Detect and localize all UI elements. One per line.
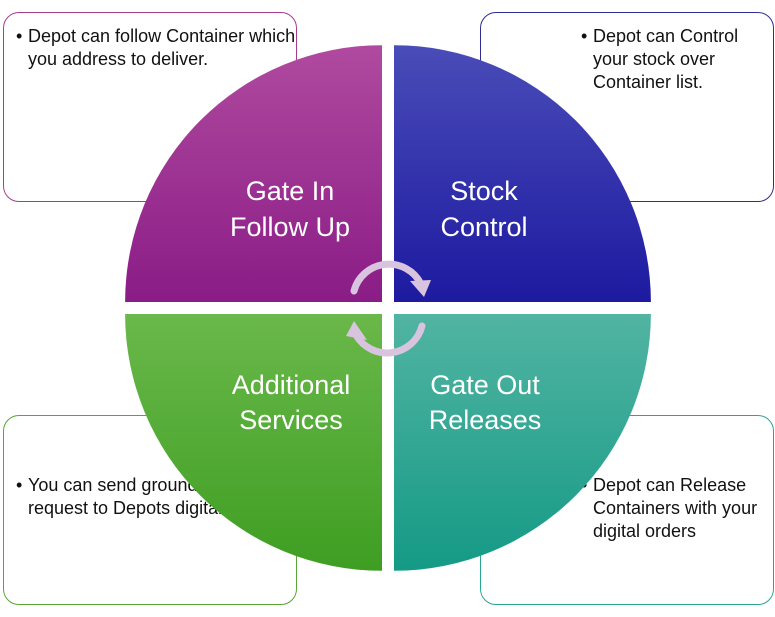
quadrant-stock-control [394, 45, 651, 302]
quadrant-label: Gate Out [430, 370, 540, 400]
quadrant-label: Additional [232, 370, 351, 400]
quadrant-label: Stock [450, 176, 518, 206]
card-bullet-list: Depot can Control your stock over Contai… [571, 25, 773, 94]
cycle-arrows-icon [346, 260, 431, 357]
quadrant-gate-in-follow-up [125, 45, 382, 302]
arrowhead-top-icon [410, 280, 431, 297]
quadrant-label: Follow Up [230, 212, 350, 242]
quadrant-gate-out-releases [394, 314, 651, 571]
cycle-arrow-bottom-icon [352, 322, 426, 357]
quadrant-label: Services [239, 405, 343, 435]
card-bullet-text: Depot can Control your stock over Contai… [581, 25, 773, 94]
quadrant-label: Gate In [246, 176, 335, 206]
cycle-arrow-top-icon [350, 260, 425, 295]
card-bullet-list: Depot can follow Container which you add… [6, 25, 296, 71]
quadrant-label: Control [440, 212, 527, 242]
arrowhead-bottom-icon [346, 321, 367, 340]
quadrant-label: Releases [429, 405, 542, 435]
card-bullet-text: Depot can follow Container which you add… [16, 25, 296, 71]
quadrant-additional-services [125, 314, 382, 571]
